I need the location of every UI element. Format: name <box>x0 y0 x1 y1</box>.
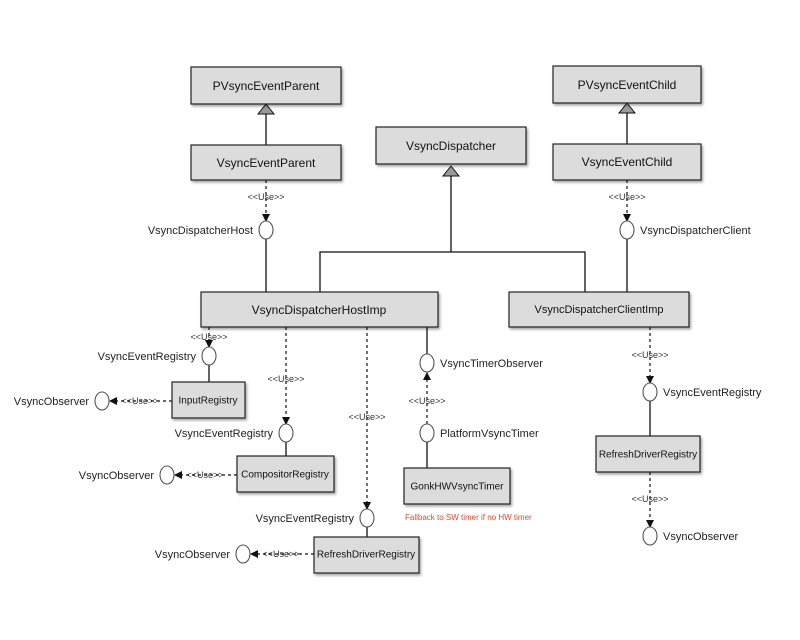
class-vsync-dispatcher: VsyncDispatcher <box>375 126 527 165</box>
interface-circle-icon <box>258 220 274 240</box>
fallback-note: Fallback to SW timer if no HW timer <box>405 513 532 522</box>
interface-circle-icon <box>619 220 635 240</box>
use-label: <<Use>> <box>190 332 227 342</box>
interface-client-event-registry: VsyncEventRegistry <box>663 387 762 399</box>
interface-vsync-timer-observer: VsyncTimerObserver <box>440 358 543 370</box>
interface-circle-icon <box>642 526 658 546</box>
interface-observer-1: VsyncObserver <box>14 396 90 408</box>
use-label: <<Use>> <box>247 192 284 202</box>
class-compositor-registry: CompositorRegistry <box>236 455 335 493</box>
use-label: <<Use>> <box>408 396 445 406</box>
interface-observer-3: VsyncObserver <box>155 549 231 561</box>
svg-text:VsyncEventParent: VsyncEventParent <box>217 156 316 170</box>
interface-circle-icon <box>159 465 175 485</box>
svg-text:VsyncDispatcher: VsyncDispatcher <box>406 139 496 153</box>
svg-text:VsyncEventChild: VsyncEventChild <box>582 155 673 169</box>
inherit-branch-line <box>319 251 586 292</box>
interface-vsync-dispatcher-host: VsyncDispatcherHost <box>148 225 253 237</box>
svg-text:RefreshDriverRegistry: RefreshDriverRegistry <box>317 550 415 561</box>
class-vsync-dispatcher-client-imp: VsyncDispatcherClientImp <box>508 291 690 328</box>
interface-circle-icon <box>419 353 435 373</box>
svg-text:CompositorRegistry: CompositorRegistry <box>241 470 329 481</box>
svg-text:VsyncDispatcherHostImp: VsyncDispatcherHostImp <box>252 303 387 317</box>
use-label: <<Use>> <box>262 549 299 559</box>
interface-circle-icon <box>419 423 435 443</box>
interface-platform-vsync-timer: PlatformVsyncTimer <box>440 428 539 440</box>
interface-circle-icon <box>642 382 658 402</box>
class-pvsync-event-child: PVsyncEventChild <box>552 65 702 104</box>
interface-host-event-registry-3: VsyncEventRegistry <box>256 513 355 525</box>
interface-circle-icon <box>359 508 375 528</box>
class-input-registry: InputRegistry <box>171 381 246 419</box>
interface-vsync-dispatcher-client: VsyncDispatcherClient <box>640 225 751 237</box>
inherit-triangle-icon <box>617 102 637 114</box>
class-vsync-event-parent: VsyncEventParent <box>190 144 342 181</box>
interface-host-event-registry-1: VsyncEventRegistry <box>98 351 197 363</box>
class-refresh-driver-registry: RefreshDriverRegistry <box>313 536 420 574</box>
interface-circle-icon <box>201 346 217 366</box>
svg-text:PVsyncEventParent: PVsyncEventParent <box>213 79 320 93</box>
class-vsync-event-child: VsyncEventChild <box>552 143 702 181</box>
inherit-triangle-icon <box>256 103 276 115</box>
svg-text:PVsyncEventChild: PVsyncEventChild <box>578 78 677 92</box>
class-gonk-hw-vsync-timer: GonkHWVsyncTimer <box>403 467 511 505</box>
interface-client-observer: VsyncObserver <box>663 531 739 543</box>
interface-observer-2: VsyncObserver <box>79 470 155 482</box>
class-pvsync-event-parent: PVsyncEventParent <box>190 66 342 105</box>
use-label: <<Use>> <box>608 192 645 202</box>
interface-circle-icon <box>278 423 294 443</box>
use-label: <<Use>> <box>121 396 158 406</box>
use-label: <<Use>> <box>348 412 385 422</box>
use-label: <<Use>> <box>186 470 223 480</box>
class-vsync-dispatcher-host-imp: VsyncDispatcherHostImp <box>200 291 439 328</box>
class-client-refresh-driver-registry: RefreshDriverRegistry <box>595 435 701 473</box>
use-label: <<Use>> <box>631 494 668 504</box>
use-label: <<Use>> <box>267 374 304 384</box>
interface-circle-icon <box>94 391 110 411</box>
svg-text:GonkHWVsyncTimer: GonkHWVsyncTimer <box>411 482 505 493</box>
inherit-triangle-icon <box>441 165 461 177</box>
svg-text:VsyncDispatcherClientImp: VsyncDispatcherClientImp <box>535 304 664 316</box>
interface-circle-icon <box>235 544 251 564</box>
interface-host-event-registry-2: VsyncEventRegistry <box>175 428 274 440</box>
svg-text:InputRegistry: InputRegistry <box>179 396 238 407</box>
svg-text:RefreshDriverRegistry: RefreshDriverRegistry <box>599 450 697 461</box>
use-label: <<Use>> <box>631 350 668 360</box>
